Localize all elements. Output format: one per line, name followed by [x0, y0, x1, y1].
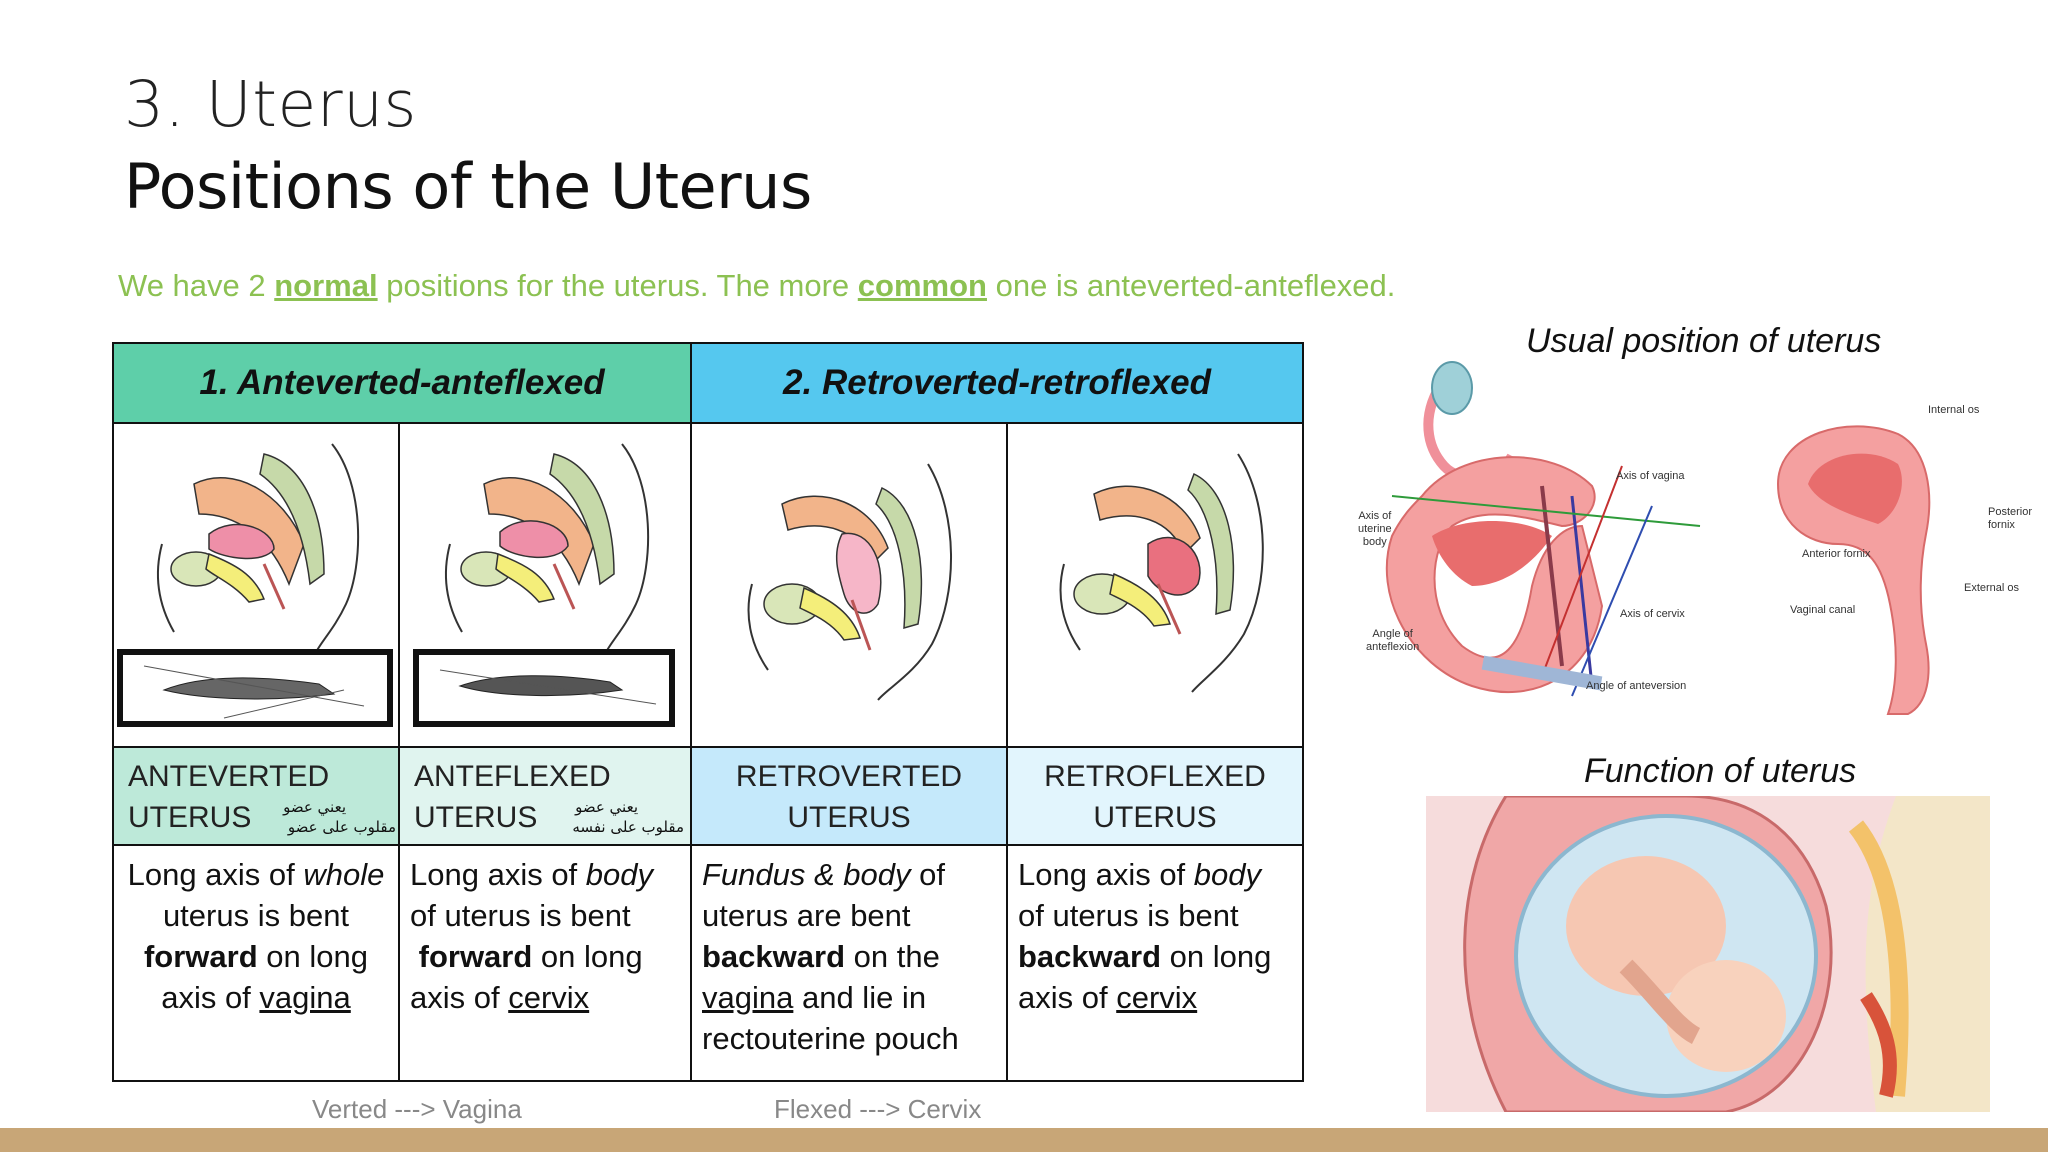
caption-usual-position: Usual position of uterus [1526, 322, 1882, 360]
illustration-anteverted [112, 422, 400, 748]
arabic-note-2a: يعني عضو [575, 798, 638, 816]
label-anterior-fornix: Anterior fornix [1802, 548, 1871, 560]
header-anteverted-anteflexed: 1. Anteverted-anteflexed [112, 342, 692, 424]
page-title: Positions of the Uterus [124, 150, 812, 223]
label-retroverted: RETROVERTED UTERUS [690, 746, 1008, 846]
positions-table: 1. Anteverted-anteflexed 2. Retroverted-… [112, 342, 1305, 1082]
label-vaginal-canal: Vaginal canal [1790, 604, 1856, 616]
illustration-anteflexed [398, 422, 692, 748]
header-retroverted-retroflexed: 2. Retroverted-retroflexed [689, 342, 1305, 424]
label-anteverted: ANTEVERTED UTERUS يعني عضو مقلوب على عضو [112, 746, 400, 846]
intro-normal: normal [274, 268, 378, 303]
figure-uterus-section [1748, 404, 1978, 724]
intro-part2: positions for the uterus. The more [377, 268, 858, 303]
label-axis-vagina: Axis of vagina [1616, 470, 1685, 482]
figure-function-pregnancy [1426, 796, 1990, 1112]
label-anteflexed: ANTEFLEXED UTERUS يعني عضو مقلوب على نفس… [398, 746, 692, 846]
page-title-number: 3. Uterus [124, 68, 417, 141]
label-internal-os: Internal os [1928, 404, 1980, 416]
description-retroflexed: Long axis of body of uterus is bent back… [1005, 844, 1305, 1082]
label-angle-anteversion: Angle of anteversion [1586, 680, 1687, 692]
label-axis-cervix: Axis of cervix [1620, 608, 1685, 620]
description-anteflexed: Long axis of body of uterus is bent forw… [398, 844, 692, 1082]
arabic-note-1a: يعني عضو [283, 798, 346, 816]
intro-part1: We have 2 [118, 268, 275, 303]
footnote-verted: Verted ---> Vagina [312, 1094, 522, 1124]
arabic-note-2b: مقلوب على نفسه [572, 818, 684, 836]
intro-sentence: We have 2 normal positions for the uteru… [118, 268, 1395, 304]
caption-function: Function of uterus [1584, 752, 1857, 790]
illustration-retroverted [690, 422, 1008, 748]
bottom-bar [0, 1128, 2048, 1152]
description-anteverted: Long axis of whole uterus is bent forwar… [112, 844, 400, 1082]
intro-part3: one is anteverted-anteflexed. [986, 268, 1396, 303]
figure-usual-position [1352, 346, 1712, 726]
illustration-retroflexed [1005, 422, 1305, 748]
intro-common: common [857, 268, 987, 303]
footnote-flexed: Flexed ---> Cervix [774, 1094, 982, 1124]
description-retroverted: Fundus & body of uterus are bent backwar… [690, 844, 1008, 1082]
arabic-note-1b: مقلوب على عضو [287, 818, 396, 836]
label-external-os: External os [1964, 582, 2020, 594]
label-retroflexed: RETROFLEXED UTERUS [1005, 746, 1305, 846]
